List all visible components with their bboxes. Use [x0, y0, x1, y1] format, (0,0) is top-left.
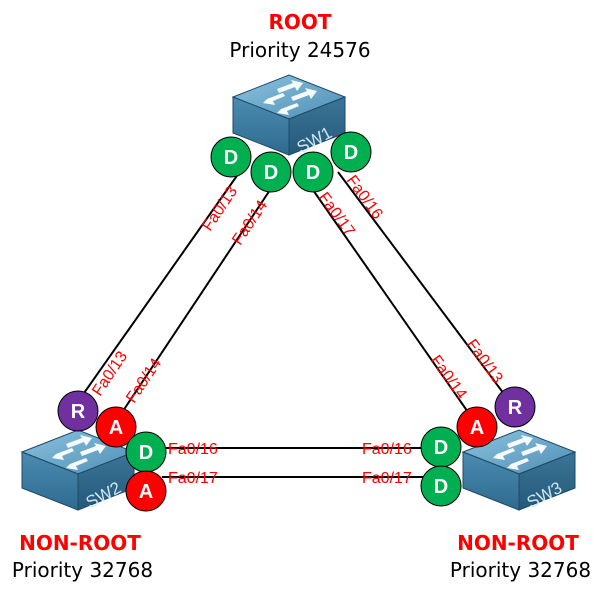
- port-role-sw3-fa017[interactable]: D: [420, 465, 462, 507]
- sw3-priority-label: Priority 32768: [449, 558, 592, 582]
- link-sw1-fa016-sw3-fa013: [337, 171, 514, 407]
- svg-text:D: D: [224, 147, 238, 169]
- port-role-sw2-fa017[interactable]: A: [125, 470, 167, 512]
- sw1-priority-label: Priority 24576: [229, 38, 371, 62]
- port-label-sw2-fa014: Fa0/14: [123, 355, 165, 406]
- port-label-sw3-fa017: Fa0/17: [362, 470, 412, 487]
- svg-text:D: D: [306, 162, 320, 184]
- port-role-sw3-fa013[interactable]: R: [494, 386, 536, 428]
- svg-text:A: A: [109, 417, 123, 439]
- svg-text:R: R: [508, 397, 523, 419]
- sw2-role-label: NON-ROOT: [19, 531, 141, 555]
- port-label-sw1-fa014: Fa0/14: [229, 197, 271, 248]
- port-role-sw3-fa016[interactable]: D: [420, 426, 462, 468]
- port-role-sw1-fa017[interactable]: D: [292, 151, 334, 193]
- port-label-sw1-fa013: Fa0/13: [199, 183, 241, 234]
- port-label-sw2-fa017: Fa0/17: [168, 470, 218, 487]
- port-label-sw3-fa014: Fa0/14: [427, 352, 470, 402]
- port-role-sw1-fa016[interactable]: D: [330, 131, 372, 173]
- port-role-sw2-fa014[interactable]: A: [95, 406, 137, 448]
- port-role-sw1-fa013[interactable]: D: [210, 136, 252, 178]
- port-role-sw3-fa014[interactable]: A: [456, 406, 498, 448]
- sw1-role-label: ROOT: [268, 10, 332, 34]
- port-role-sw1-fa014[interactable]: D: [250, 151, 292, 193]
- svg-text:D: D: [139, 442, 153, 464]
- svg-text:R: R: [71, 401, 86, 423]
- svg-text:D: D: [434, 437, 448, 459]
- svg-text:D: D: [344, 142, 358, 164]
- switch-sw1[interactable]: SW1: [232, 74, 346, 157]
- link-sw1-fa014-sw2-fa014: [116, 189, 271, 421]
- port-label-sw2-fa016: Fa0/16: [168, 441, 218, 458]
- port-label-sw1-fa016: Fa0/16: [343, 172, 386, 222]
- port-label-sw3-fa016: Fa0/16: [362, 441, 412, 458]
- svg-text:D: D: [264, 162, 278, 184]
- svg-text:A: A: [470, 417, 484, 439]
- svg-text:D: D: [434, 476, 448, 498]
- link-sw1-fa017-sw3-fa014: [312, 189, 478, 426]
- links: [76, 169, 514, 478]
- sw3-role-label: NON-ROOT: [457, 531, 579, 555]
- port-roles: D D D D R A: [57, 131, 536, 512]
- port-role-sw2-fa016[interactable]: D: [125, 431, 167, 473]
- port-role-sw2-fa013[interactable]: R: [57, 390, 99, 432]
- port-label-sw1-fa017: Fa0/17: [315, 189, 358, 239]
- svg-text:A: A: [139, 481, 153, 503]
- link-sw1-fa013-sw2-fa013: [76, 169, 242, 404]
- sw2-priority-label: Priority 32768: [11, 558, 154, 582]
- port-label-sw3-fa013: Fa0/13: [463, 336, 506, 386]
